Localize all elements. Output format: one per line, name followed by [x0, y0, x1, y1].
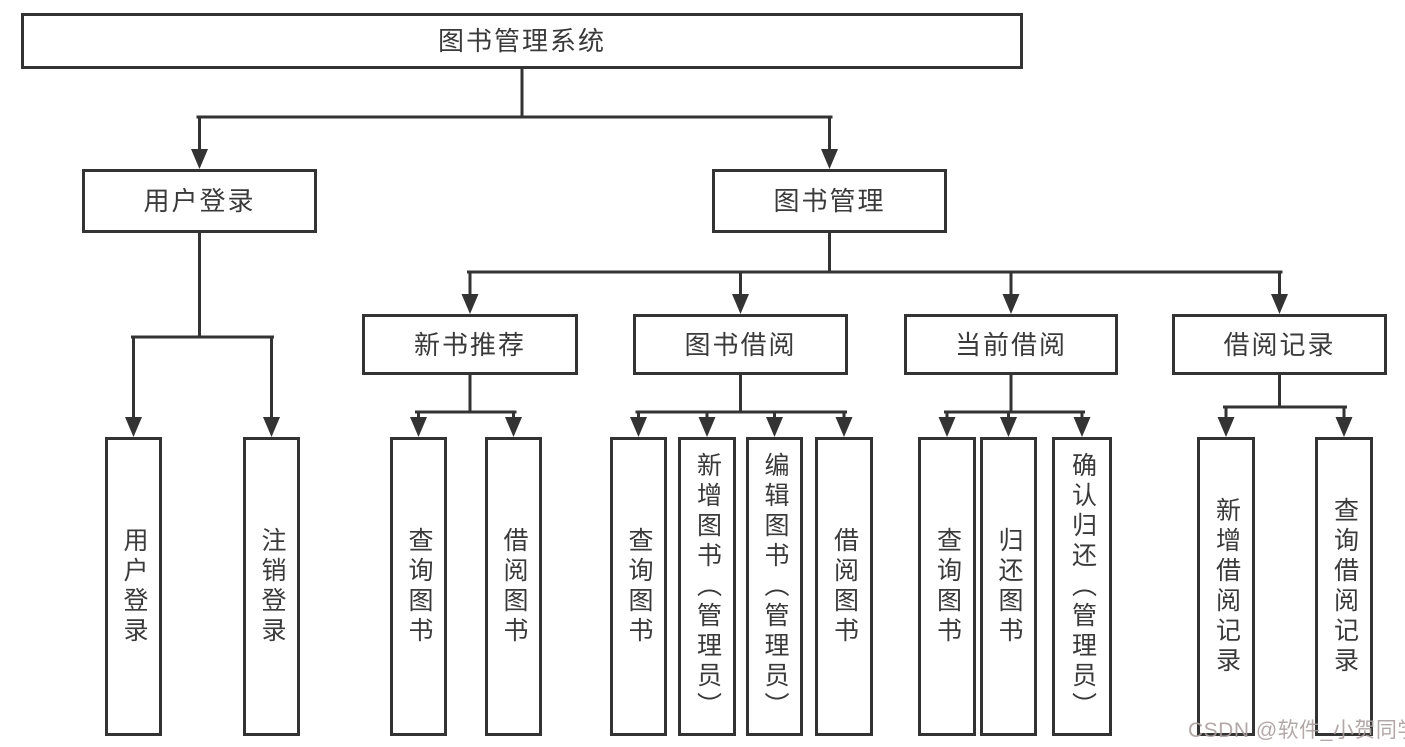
leaf-query-books-current: 查询图书 — [918, 437, 976, 736]
node-library-management-system: 图书管理系统 — [21, 13, 1023, 69]
leaf-confirm-return-admin: 确认归还（管理员） — [1052, 437, 1112, 736]
leaf-label: 查询图书 — [405, 526, 433, 647]
node-book-management: 图书管理 — [712, 169, 947, 233]
arrowhead — [263, 417, 280, 437]
node-label: 借阅记录 — [1223, 329, 1336, 360]
node-borrow-records: 借阅记录 — [1172, 314, 1387, 375]
leaf-label: 借阅图书 — [830, 526, 859, 647]
arrowhead — [766, 417, 783, 437]
leaf-return-books: 归还图书 — [980, 437, 1037, 736]
node-book-borrow: 图书借阅 — [633, 314, 848, 375]
node-current-borrow: 当前借阅 — [904, 314, 1118, 375]
node-user-login: 用户登录 — [82, 169, 317, 233]
arrowhead — [1073, 417, 1091, 437]
arrowhead — [1000, 417, 1017, 437]
arrowhead — [1335, 417, 1353, 437]
leaf-label: 查询图书 — [933, 526, 962, 647]
arrowhead — [1217, 417, 1235, 437]
leaf-label: 编辑图书（管理员） — [761, 451, 789, 722]
leaf-label: 归还图书 — [995, 526, 1023, 647]
arrowhead — [732, 294, 749, 314]
leaf-edit-books-admin: 编辑图书（管理员） — [746, 437, 803, 736]
csdn-watermark: CSDN @软件_小贺同学 — [1188, 719, 1405, 742]
leaf-logout: 注销登录 — [243, 437, 300, 736]
node-label: 图书管理 — [773, 186, 886, 216]
connector-path — [131, 67, 1347, 422]
leaf-query-books-borrow: 查询图书 — [610, 437, 667, 736]
leaf-label: 查询图书 — [625, 526, 653, 647]
arrowhead — [505, 417, 522, 437]
leaf-label: 借阅图书 — [500, 526, 528, 647]
node-new-book-recommend: 新书推荐 — [362, 314, 578, 375]
leaf-query-borrow-record: 查询借阅记录 — [1315, 437, 1373, 736]
arrowhead — [1002, 294, 1020, 314]
leaf-borrow-books-newbooks: 借阅图书 — [485, 437, 542, 736]
arrowhead — [125, 417, 142, 437]
arrowhead — [410, 417, 427, 437]
leaf-label: 查询借阅记录 — [1330, 496, 1359, 677]
leaf-borrow-books-borrow: 借阅图书 — [815, 437, 873, 736]
arrowhead — [630, 417, 647, 437]
node-label: 图书借阅 — [684, 329, 797, 360]
leaf-user-login: 用户登录 — [105, 437, 162, 736]
arrowheads — [125, 149, 1353, 437]
arrowhead — [938, 417, 956, 437]
node-label: 用户登录 — [143, 186, 256, 216]
leaf-label: 注销登录 — [258, 526, 286, 647]
leaf-query-books-newbooks: 查询图书 — [390, 437, 447, 736]
arrowhead — [461, 294, 479, 314]
arrowhead — [1271, 294, 1288, 314]
arrowhead — [191, 149, 208, 169]
arrowhead — [835, 417, 853, 437]
node-label: 新书推荐 — [413, 329, 526, 360]
leaf-add-borrow-record: 新增借阅记录 — [1197, 437, 1255, 736]
leaf-label: 确认归还（管理员） — [1068, 451, 1097, 722]
arrowhead — [821, 149, 838, 169]
leaf-add-books-admin: 新增图书（管理员） — [678, 437, 736, 736]
leaf-label: 新增图书（管理员） — [693, 451, 722, 722]
arrowhead — [698, 417, 716, 437]
node-label: 当前借阅 — [954, 329, 1067, 360]
leaf-label: 用户登录 — [120, 526, 148, 647]
node-label: 图书管理系统 — [437, 26, 606, 56]
leaf-label: 新增借阅记录 — [1212, 496, 1241, 677]
